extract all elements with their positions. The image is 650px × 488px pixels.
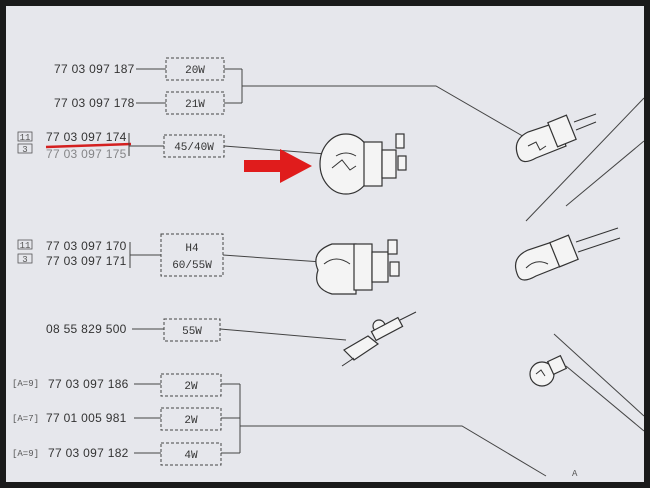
bulb-parts-diagram: 77 03 097 187 20W 77 03 097 178 21W 11 3… — [12, 57, 645, 479]
wattage-box-2w-a — [160, 373, 222, 397]
part-number-2w-b: 77 01 005 981 — [46, 411, 127, 425]
red-underline — [45, 142, 132, 149]
tag-3-a: 3 — [22, 145, 27, 155]
part-number-20w: 77 03 097 187 — [54, 62, 135, 76]
wattage-h4: H4 — [185, 243, 199, 255]
bayonet-bulb-single-icon — [515, 113, 597, 163]
wattage-20w: 20W — [185, 65, 205, 77]
part-number-21w: 77 03 097 178 — [54, 96, 135, 110]
tag-a7: [A=7] — [12, 414, 39, 424]
tag-11-b: 11 — [20, 241, 31, 251]
bayonet-bulb-dual-icon — [515, 227, 621, 281]
headlamp-bulb-45-40w-icon — [319, 133, 407, 195]
wattage-box-55w — [163, 318, 221, 342]
h1-bulb-icon — [341, 311, 417, 367]
wattage-box-4w — [160, 442, 222, 466]
part-number-45-40w: 77 03 097 174 — [46, 130, 127, 144]
part-number-2w-a: 77 03 097 186 — [48, 377, 129, 391]
small-bulb-icon — [529, 354, 568, 387]
tag-3-b: 3 — [22, 255, 27, 265]
part-number-55w: 08 55 829 500 — [46, 322, 127, 336]
headlamp-bulb-h4-icon — [315, 239, 400, 295]
wattage-box-2w-b — [160, 407, 222, 431]
wattage-55w: 55W — [182, 326, 202, 338]
part-number-h4-alt: 77 03 097 171 — [46, 254, 127, 268]
part-number-h4: 77 03 097 170 — [46, 239, 127, 253]
wattage-2w-b: 2W — [184, 415, 198, 427]
wattage-2w-a: 2W — [184, 381, 198, 393]
bottom-label: A — [572, 469, 578, 479]
tag-a9-a: [A=9] — [12, 379, 39, 389]
wattage-45-40w: 45/40W — [174, 142, 214, 154]
wattage-4w: 4W — [184, 450, 198, 462]
wattage-21w: 21W — [185, 99, 205, 111]
tag-a9-b: [A=9] — [12, 449, 39, 459]
tag-11-a: 11 — [20, 133, 31, 143]
parts-diagram-page: 77 03 097 187 20W 77 03 097 178 21W 11 3… — [6, 6, 645, 482]
part-number-45-40w-alt: 77 03 097 175 — [46, 147, 127, 161]
wattage-60-55w: 60/55W — [172, 260, 212, 272]
red-arrow-icon — [244, 149, 312, 183]
part-number-4w: 77 03 097 182 — [48, 446, 129, 460]
